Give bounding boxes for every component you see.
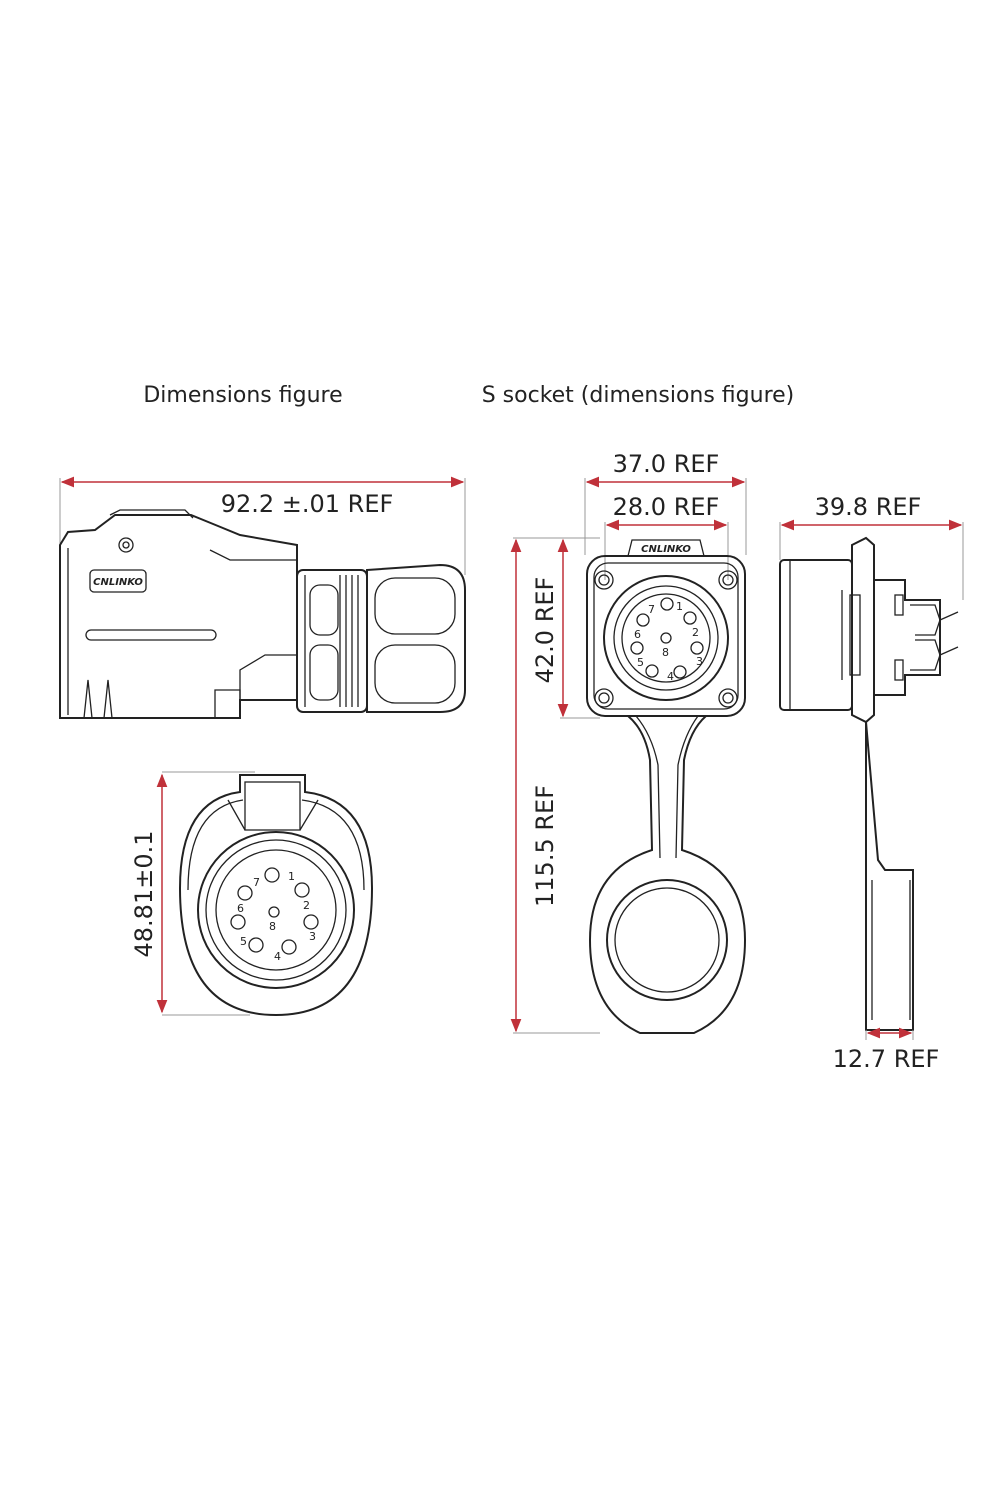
plug-pin-label-5: 5 xyxy=(240,935,247,948)
socket-pin-label-2: 2 xyxy=(692,626,699,639)
plug-logo-badge xyxy=(89,569,147,593)
cable-gland-nut xyxy=(366,563,466,713)
socket-logo-text: CNLINKO xyxy=(641,544,691,555)
plug-pin-label-4: 4 xyxy=(274,950,281,963)
plug-front-outline xyxy=(178,774,374,1017)
socket-cap-tether xyxy=(588,715,747,1034)
socket-pin-label-8: 8 xyxy=(662,646,669,659)
socket-pin-label-7: 7 xyxy=(648,603,655,616)
mounting-hole-top-left xyxy=(594,570,614,590)
socket-hole-spacing-label: 28.0 REF xyxy=(613,493,720,521)
plug-length-label: 92.2 ±.01 REF xyxy=(221,490,394,518)
plug-pin-1 xyxy=(264,867,280,883)
socket-rear-terminal xyxy=(873,579,941,696)
plug-pin-label-2: 2 xyxy=(303,899,310,912)
plug-pin-label-7: 7 xyxy=(253,876,260,889)
socket-side-body xyxy=(779,559,853,711)
socket-pin-label-1: 1 xyxy=(676,600,683,613)
plug-pin-label-8: 8 xyxy=(269,920,276,933)
cap-thickness-label: 12.7 REF xyxy=(833,1045,940,1073)
latch-screw-hole xyxy=(118,537,134,553)
plug-pin-label-1: 1 xyxy=(288,870,295,883)
socket-total-height-label: 115.5 REF xyxy=(531,785,559,907)
plug-body-outline xyxy=(59,514,298,719)
plug-logo-text: CNLINKO xyxy=(93,577,143,588)
plug-face-ring xyxy=(197,831,355,989)
plug-latch-front xyxy=(244,781,301,831)
mounting-hole-top-right xyxy=(718,570,738,590)
mounting-hole-bottom-left xyxy=(594,688,614,708)
plug-front-view: 48.81±0.1 1 2 3 4 5 6 7 8 xyxy=(130,771,374,1017)
plug-side-view: 92.2 ±.01 REF CNLINKO xyxy=(59,476,466,719)
plug-pin-label-6: 6 xyxy=(237,902,244,915)
plug-diameter-label: 48.81±0.1 xyxy=(130,831,158,958)
socket-pin-label-3: 3 xyxy=(696,655,703,668)
socket-dust-cap xyxy=(606,879,728,1001)
socket-pin-1 xyxy=(660,597,674,611)
socket-width-label: 37.0 REF xyxy=(613,450,720,478)
caption-dimensions-figure: Dimensions figure xyxy=(143,383,342,408)
socket-logo-tab xyxy=(627,539,705,557)
socket-side-flange xyxy=(851,536,875,724)
socket-side-view: 39.8 REF 12.7 REF xyxy=(779,493,964,1073)
plug-grip-slot xyxy=(85,629,217,641)
mounting-hole-bottom-right xyxy=(718,688,738,708)
plug-pin-label-3: 3 xyxy=(309,930,316,943)
socket-flange-height-label: 42.0 REF xyxy=(531,577,559,684)
socket-pin-label-5: 5 xyxy=(637,656,644,669)
socket-pin-label-6: 6 xyxy=(634,628,641,641)
socket-flange xyxy=(586,555,746,717)
socket-side-cap xyxy=(865,721,914,1031)
caption-socket-figure: S socket (dimensions figure) xyxy=(482,383,795,408)
socket-pin-label-4: 4 xyxy=(667,670,674,683)
socket-depth-label: 39.8 REF xyxy=(815,493,922,521)
socket-receptacle-ring xyxy=(603,575,729,701)
socket-front-view: 37.0 REF 28.0 REF 42.0 REF 115.5 REF CNL… xyxy=(510,450,747,1034)
plug-coupling-ring xyxy=(296,569,368,713)
